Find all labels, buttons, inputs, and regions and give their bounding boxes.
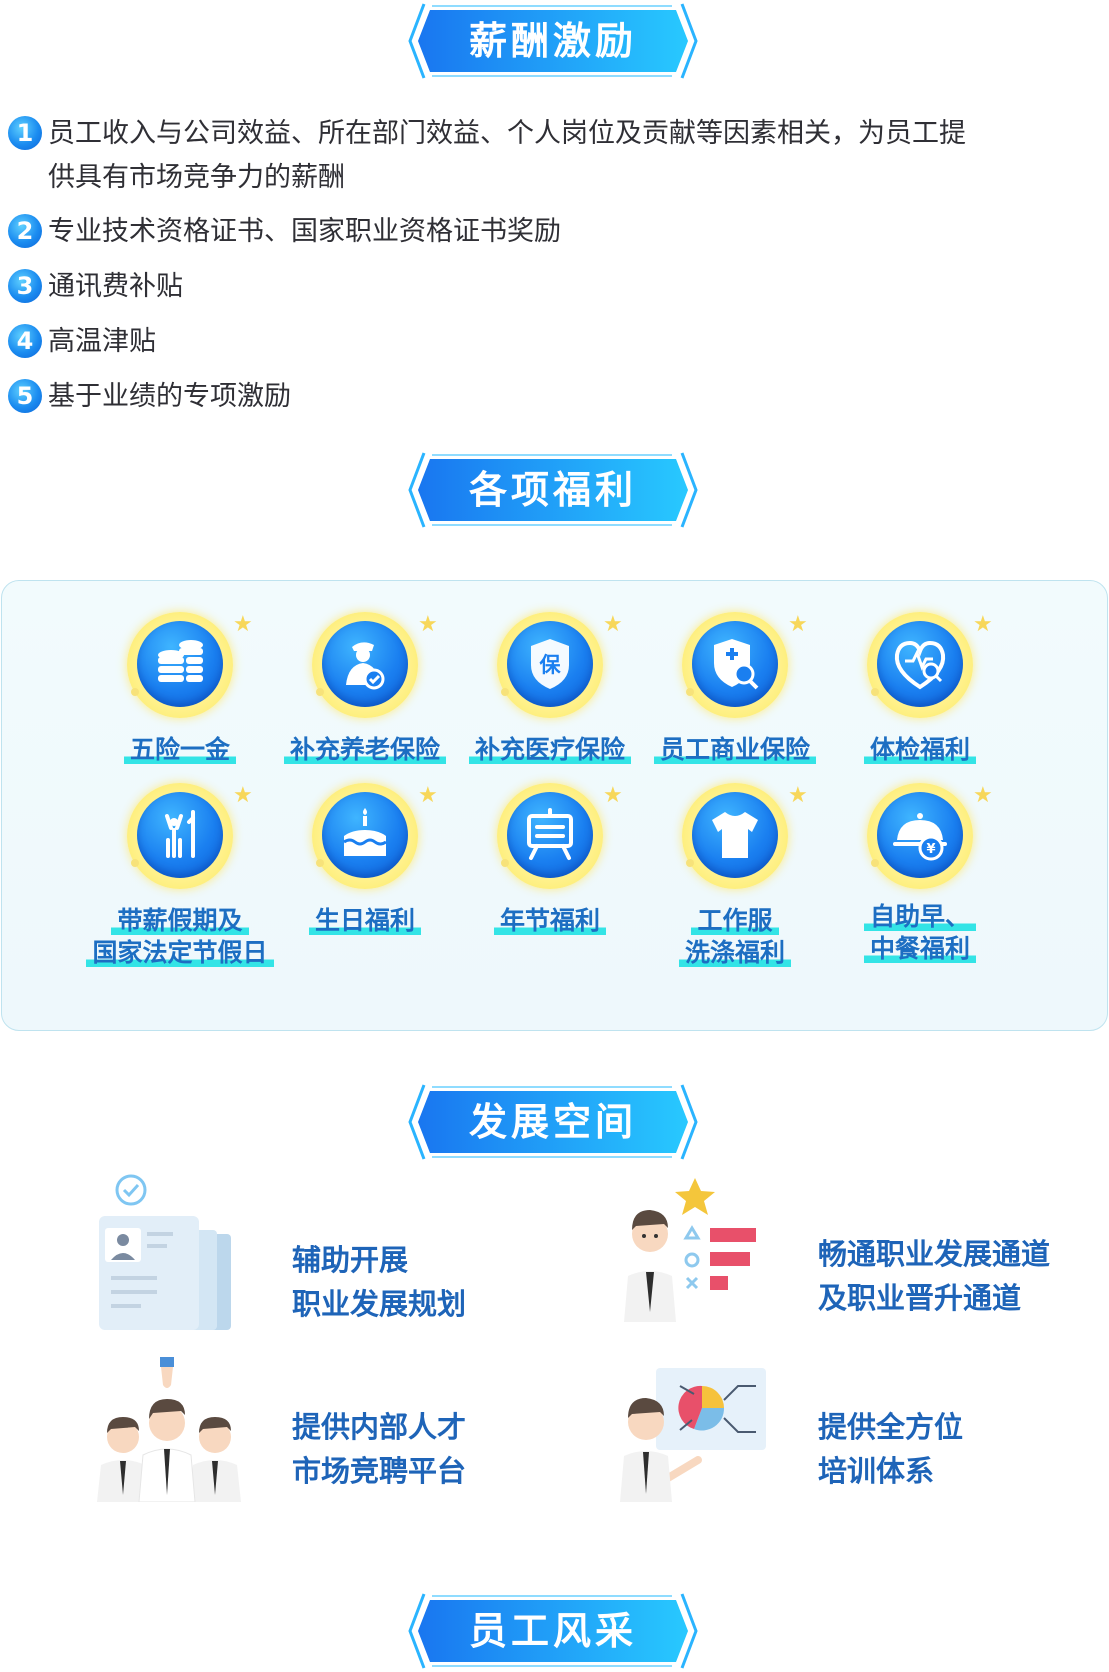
section-badge-development: 发展空间 [402, 1081, 704, 1163]
benefit-health-checkup: ★ 体检福利 [825, 610, 1015, 780]
meal-cloche-icon: ★ ¥ [865, 781, 993, 893]
insurance-shield-icon: ★ 保 [495, 610, 623, 722]
section-title: 发展空间 [468, 1100, 637, 1144]
benefit-label: 工作服 洗涤福利 [640, 905, 830, 969]
medical-shield-search-icon: ★ [680, 610, 808, 722]
benefit-label: 补充医疗保险 [455, 734, 645, 766]
benefit-paid-vacation: ★ 带薪假期及 国家法定节假日 [85, 781, 275, 981]
career-path-illustration [620, 1172, 770, 1322]
benefit-supplementary-medical: ★ 保 补充医疗保险 [455, 610, 645, 780]
benefit-label: 年节福利 [455, 905, 645, 937]
heart-checkup-icon: ★ [865, 610, 993, 722]
benefit-label: 体检福利 [825, 734, 1015, 766]
section-title: 各项福利 [468, 468, 637, 512]
vacation-person-icon: ★ [125, 781, 253, 893]
list-item: 5 基于业绩的专项激励 [8, 375, 1108, 419]
career-plan-illustration [95, 1172, 235, 1334]
dev-item-text: 提供内部人才 市场竞聘平台 [292, 1410, 467, 1488]
list-item-text: 专业技术资格证书、国家职业资格证书奖励 [48, 216, 561, 247]
list-item: 1 员工收入与公司效益、所在部门效益、个人岗位及贡献等因素相关，为员工提 供具有… [8, 112, 1108, 202]
list-item: 4 高温津贴 [8, 320, 1108, 364]
section-title: 薪酬激励 [468, 19, 637, 63]
benefit-label: 补充养老保险 [270, 734, 460, 766]
benefit-commercial-insurance: ★ 员工商业保险 [640, 610, 830, 780]
section-title: 员工风采 [468, 1609, 637, 1653]
benefit-meals: ★ ¥ 自助早、 中餐福利 [825, 781, 1015, 981]
number-badge: 2 [8, 214, 42, 248]
number-badge: 3 [8, 269, 42, 303]
benefit-birthday: ★ 生日福利 [270, 781, 460, 981]
birthday-cake-icon: ★ [310, 781, 438, 893]
benefit-pension-fund: ★ 五险一金 [85, 610, 275, 780]
elder-care-icon: ★ [310, 610, 438, 722]
talent-market-illustration [95, 1357, 245, 1503]
festival-board-icon: ★ [495, 781, 623, 893]
svg-text:¥: ¥ [926, 842, 935, 857]
list-item-text: 员工收入与公司效益、所在部门效益、个人岗位及贡献等因素相关，为员工提 供具有市场… [48, 118, 966, 193]
number-badge: 4 [8, 324, 42, 358]
list-item: 2 专业技术资格证书、国家职业资格证书奖励 [8, 210, 1108, 254]
benefit-label: 五险一金 [85, 734, 275, 766]
list-item-text: 高温津贴 [48, 326, 156, 357]
benefit-label: 带薪假期及 国家法定节假日 [85, 905, 275, 969]
dev-item-text: 辅助开展 职业发展规划 [292, 1243, 467, 1321]
tshirt-icon: ★ [680, 781, 808, 893]
section-badge-salary: 薪酬激励 [402, 0, 704, 82]
benefit-label: 自助早、 中餐福利 [825, 901, 1015, 965]
number-badge: 1 [8, 116, 42, 150]
list-item-text: 通讯费补贴 [48, 271, 183, 302]
dev-item-text: 畅通职业发展通道 及职业晋升通道 [818, 1237, 1051, 1315]
section-badge-staff: 员工风采 [402, 1590, 704, 1672]
number-badge: 5 [8, 379, 42, 413]
coins-icon: ★ [125, 610, 253, 722]
benefit-label: 生日福利 [270, 905, 460, 937]
svg-text:保: 保 [539, 653, 562, 677]
section-badge-benefits: 各项福利 [402, 449, 704, 531]
benefit-supplementary-pension: ★ 补充养老保险 [270, 610, 460, 780]
training-illustration [620, 1360, 770, 1502]
dev-item-text: 提供全方位 培训体系 [818, 1410, 964, 1488]
benefit-label: 员工商业保险 [640, 734, 830, 766]
list-item: 3 通讯费补贴 [8, 265, 1108, 309]
benefit-festival: ★ 年节福利 [455, 781, 645, 981]
benefit-workwear: ★ 工作服 洗涤福利 [640, 781, 830, 981]
list-item-text: 基于业绩的专项激励 [48, 381, 291, 412]
